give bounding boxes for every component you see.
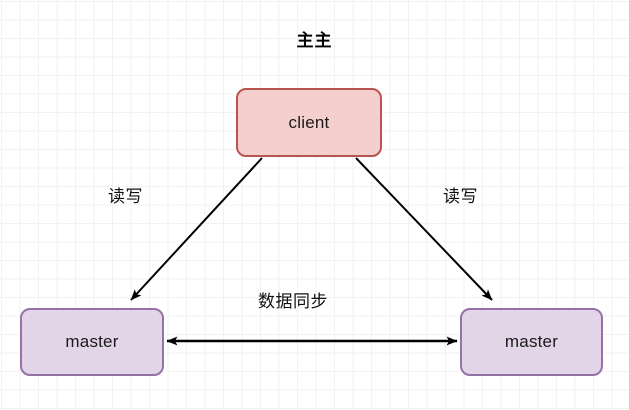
edge-label-read-write-right: 读写 bbox=[443, 187, 478, 206]
node-client-label: client bbox=[288, 112, 330, 132]
edge-client-to-master-right bbox=[355, 157, 493, 301]
node-master-left-label: master bbox=[65, 332, 119, 351]
edge-label-read-write-left: 读写 bbox=[108, 187, 143, 206]
node-client[interactable]: client bbox=[236, 88, 382, 157]
page-title: 主主 bbox=[296, 31, 333, 50]
node-master-right-label: master bbox=[504, 332, 559, 351]
node-master-left[interactable]: master bbox=[20, 308, 164, 376]
node-master-right[interactable]: master bbox=[460, 308, 603, 376]
edge-client-to-master-left bbox=[130, 157, 263, 301]
edge-label-data-sync: 数据同步 bbox=[258, 292, 328, 311]
